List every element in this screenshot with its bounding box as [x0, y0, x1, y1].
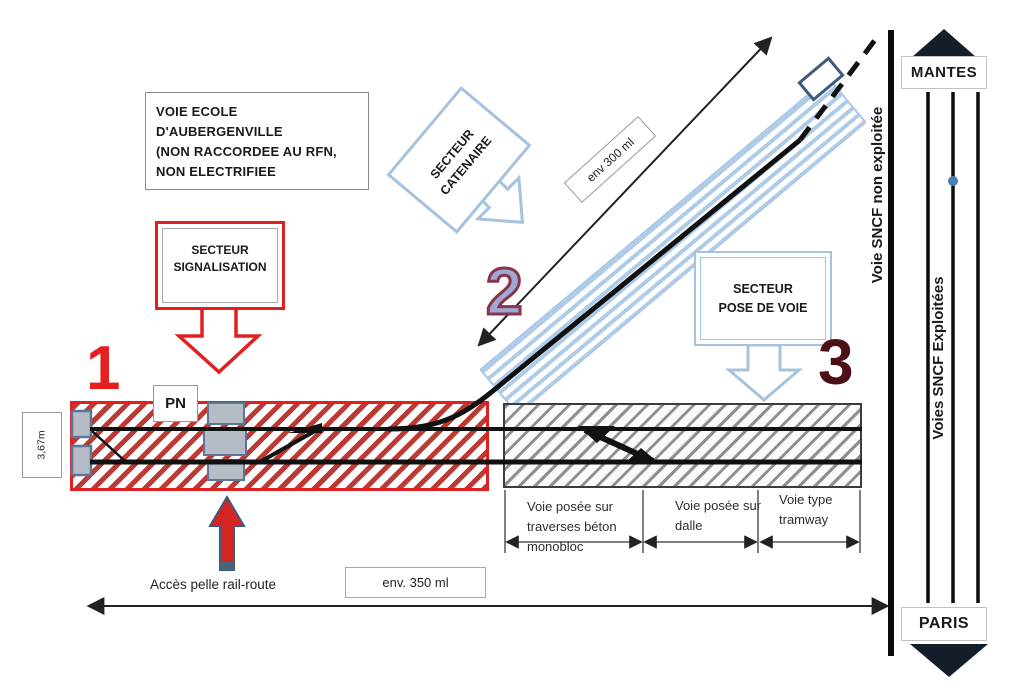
secteur-signalisation-line2: SIGNALISATION	[173, 260, 267, 274]
zone-number-3: 3	[818, 326, 854, 398]
segment-label-dalle: Voie posée sur dalle	[675, 498, 762, 533]
track-end-marker	[797, 56, 845, 102]
acces-pelle-label: Accès pelle rail-route	[150, 577, 277, 592]
secteur-pose-line2: POSE DE VOIE	[718, 301, 808, 315]
secteur-signalisation-box: SECTEUR SIGNALISATION	[155, 221, 285, 310]
gauge-label: 3,67m	[36, 430, 48, 460]
voies-exploitees-label: Voies SNCF Exploitées	[929, 276, 947, 440]
diagonal-dimension-arrow	[477, 36, 773, 347]
branch-track	[387, 34, 880, 432]
main-tracks	[90, 427, 862, 465]
zone-number-1: 1	[86, 334, 121, 403]
mantes-label: MANTES	[901, 56, 987, 89]
signalisation-arrow	[174, 306, 263, 375]
acces-arrow	[208, 495, 246, 571]
info-line: (NON RACCORDEE AU RFN,	[156, 144, 337, 159]
pn-platforms	[203, 402, 247, 481]
info-line: D'AUBERGENVILLE	[156, 124, 283, 139]
signalisation-zone-hatched	[70, 401, 489, 491]
segment-label-traverses: Voie posée sur traverses béton monobloc	[527, 499, 617, 554]
secteur-pose-de-voie-box: SECTEUR POSE DE VOIE	[694, 251, 832, 346]
secteur-pose-line1: SECTEUR	[733, 282, 793, 296]
segment-label-tramway: Voie type tramway	[779, 492, 833, 527]
mantes-direction-triangle	[912, 29, 976, 57]
secteur-pose-de-voie-inner: SECTEUR POSE DE VOIE	[700, 257, 826, 340]
voie-non-exploitee-label: Voie SNCF non exploitée	[868, 106, 886, 284]
secteur-signalisation-line1: SECTEUR	[191, 243, 249, 257]
paris-label: PARIS	[901, 607, 987, 641]
track-laying-zone-hatched	[503, 403, 862, 488]
pose-de-voie-arrow	[724, 343, 804, 402]
env-350-ml-label: env. 350 ml	[345, 567, 486, 598]
secteur-signalisation-inner: SECTEUR SIGNALISATION	[162, 228, 278, 303]
paris-direction-triangle	[910, 644, 988, 677]
gauge-box: 3,67m	[22, 412, 62, 478]
segment-dimensions	[504, 490, 861, 553]
info-line: VOIE ECOLE	[156, 104, 238, 119]
signal-dot	[948, 176, 958, 186]
crossovers	[257, 423, 660, 465]
voie-ecole-info-box: VOIE ECOLE D'AUBERGENVILLE (NON RACCORDE…	[145, 92, 369, 190]
info-line: NON ELECTRIFIEE	[156, 164, 277, 179]
zone-number-2: 2	[485, 254, 525, 328]
buffer-stops	[70, 409, 93, 477]
pn-label: PN	[153, 385, 198, 422]
